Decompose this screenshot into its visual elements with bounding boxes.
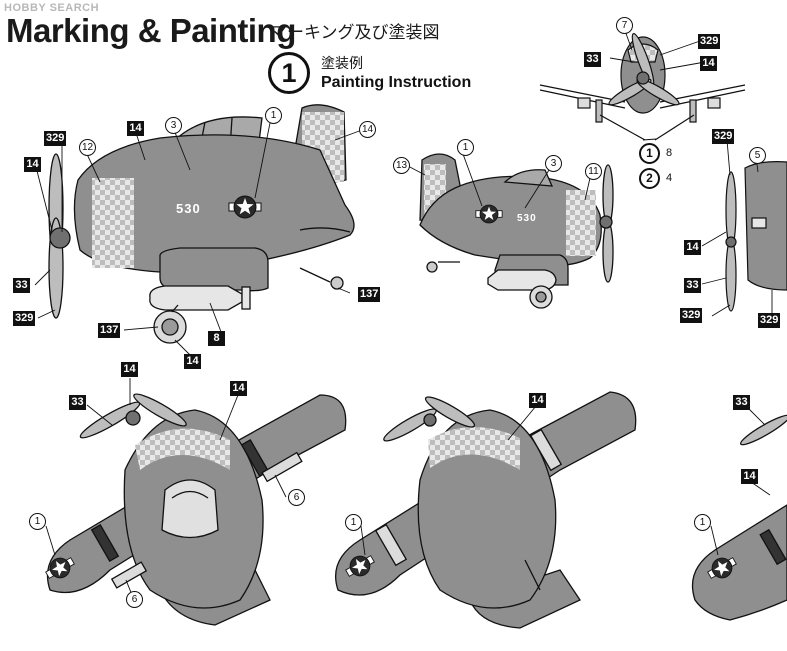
part-callout: 1	[265, 107, 282, 124]
part-callout: 14	[359, 121, 376, 138]
color-callout: 14	[184, 354, 201, 369]
partial-view	[691, 414, 787, 621]
page-title: Marking & Painting	[6, 12, 296, 49]
right-side-view	[419, 153, 614, 309]
color-callout: 137	[98, 323, 121, 338]
scheme-selector-2-value: 4	[666, 172, 673, 184]
color-callout: 329	[44, 131, 67, 146]
color-callout: 33	[684, 278, 701, 293]
scheme-selector-1-value: 8	[666, 147, 673, 159]
color-callout: 14	[24, 157, 41, 172]
color-callout: 137	[358, 287, 381, 302]
color-callout: 329	[698, 34, 721, 49]
scheme-number: 1	[268, 52, 310, 94]
color-callout: 8	[208, 331, 225, 346]
color-callout: 33	[69, 395, 86, 410]
color-callout: 14	[741, 469, 758, 484]
left-side-view	[48, 104, 355, 344]
color-callout: 329	[680, 308, 703, 323]
part-callout: 13	[393, 157, 410, 174]
front-view	[539, 33, 746, 141]
scheme-label-jp: 塗装例	[321, 56, 363, 72]
scheme-selector-2: 2	[639, 168, 660, 189]
scheme-label-en: Painting Instruction	[321, 74, 472, 91]
part-callout: 6	[288, 489, 305, 506]
hull-number-right: 530	[517, 213, 537, 224]
part-callout: 6	[126, 591, 143, 608]
color-callout: 14	[121, 362, 138, 377]
color-callout: 14	[684, 240, 701, 255]
part-callout: 3	[545, 155, 562, 172]
color-callout: 14	[529, 393, 546, 408]
leader-lines	[34, 27, 773, 601]
part-callout: 1	[345, 514, 362, 531]
part-callout: 1	[694, 514, 711, 531]
part-callout: 11	[585, 163, 602, 180]
scheme-selector-1: 1	[639, 143, 660, 164]
color-callout: 33	[13, 278, 30, 293]
color-callout: 14	[700, 56, 717, 71]
part-callout: 1	[29, 513, 46, 530]
bottom-view	[334, 391, 637, 629]
color-callout: 329	[712, 129, 735, 144]
color-callout: 33	[733, 395, 750, 410]
page-title-jp: マーキング及び塗装図	[270, 23, 440, 43]
color-callout: 14	[230, 381, 247, 396]
part-callout: 1	[457, 139, 474, 156]
color-callout: 33	[584, 52, 601, 67]
part-callout: 7	[616, 17, 633, 34]
color-callout: 329	[13, 311, 36, 326]
color-callout: 329	[758, 313, 781, 328]
part-callout: 12	[79, 139, 96, 156]
color-callout: 14	[127, 121, 144, 136]
top-view	[46, 393, 347, 626]
watermark-text: HOBBY SEARCH	[4, 2, 100, 14]
hull-number-left: 530	[176, 201, 201, 216]
rear-view	[725, 161, 787, 312]
part-callout: 5	[749, 147, 766, 164]
part-callout: 3	[165, 117, 182, 134]
